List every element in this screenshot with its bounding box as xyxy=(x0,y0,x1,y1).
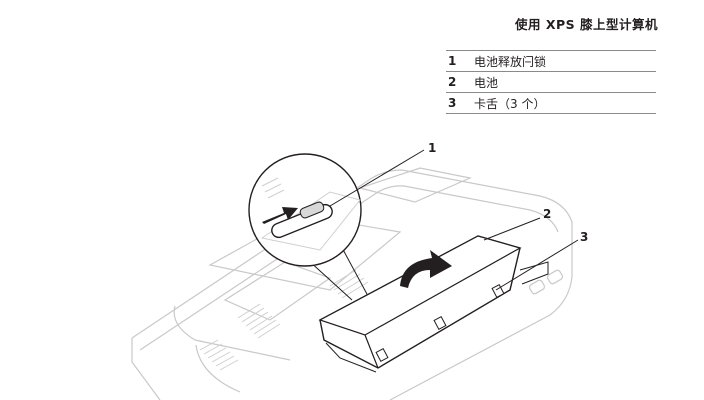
legend-label: 卡舌（3 个） xyxy=(474,96,546,111)
vent-grille xyxy=(199,269,369,371)
legend-row: 2 电池 xyxy=(446,72,656,93)
callout-2: 2 xyxy=(543,207,551,221)
page-header: 使用 XPS 膝上型计算机 xyxy=(514,17,658,32)
slide-arrow-icon xyxy=(262,207,298,224)
callout-3: 3 xyxy=(580,230,588,244)
zoom-leader-lines xyxy=(307,243,369,301)
release-latch-detail xyxy=(248,153,362,267)
legend-label: 电池 xyxy=(474,75,499,90)
legend-label: 电池释放闩锁 xyxy=(474,54,547,69)
legend-number: 1 xyxy=(448,54,457,68)
rotate-arrow-icon xyxy=(400,250,452,288)
callout-1: 1 xyxy=(428,141,436,155)
legend-number: 2 xyxy=(448,75,457,89)
legend-number: 3 xyxy=(448,96,457,110)
callout-leaders xyxy=(329,149,579,291)
legend-row: 1 电池释放闩锁 xyxy=(446,51,656,72)
parts-legend-table: 1 电池释放闩锁 2 电池 3 卡舌（3 个） xyxy=(446,50,656,114)
legend-row: 3 卡舌（3 个） xyxy=(446,93,656,114)
battery-tab xyxy=(375,284,505,362)
